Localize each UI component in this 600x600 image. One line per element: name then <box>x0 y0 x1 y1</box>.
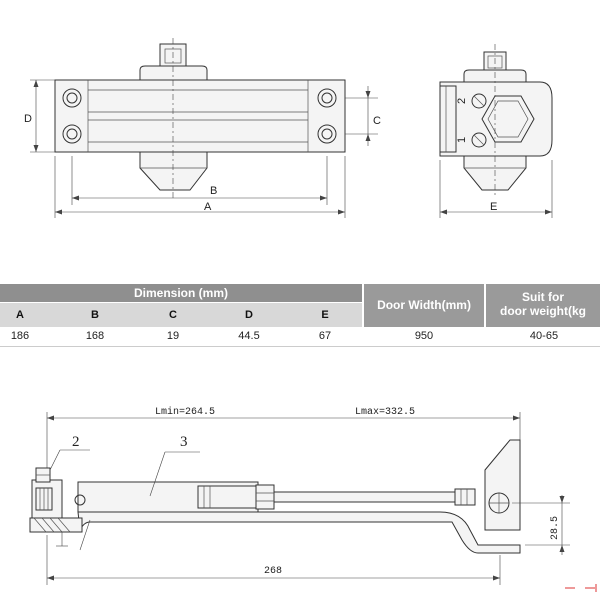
value-a: 186 <box>10 330 30 342</box>
lmin-label: Lmin=264.5 <box>155 406 215 418</box>
col-header-b: B <box>91 309 99 321</box>
closer-front-view: B A D C <box>24 38 381 218</box>
dimension-column-headers: A B C D E <box>0 303 362 327</box>
length-label: 268 <box>264 566 282 577</box>
value-e: 67 <box>318 330 332 342</box>
door-width-value: 950 <box>414 330 434 342</box>
height-label: 28.5 <box>550 516 561 540</box>
valve-2-label: 2 <box>456 98 468 104</box>
door-weight-value: 40-65 <box>529 330 559 342</box>
closer-side-view: 2 1 E <box>439 44 553 218</box>
col-header-e: E <box>321 309 329 321</box>
dimension-group-header: Dimension (mm) <box>0 284 362 302</box>
door-width-header: Door Width(mm) <box>364 284 484 327</box>
col-header-d: D <box>245 309 253 321</box>
dim-d-label: D <box>24 113 32 125</box>
dim-b-label: B <box>210 185 217 197</box>
door-weight-header: Suit for door weight(kg <box>486 284 600 327</box>
table-row: 186 168 19 44.5 67 950 40-65 <box>0 327 600 347</box>
callout-3-label: 3 <box>180 434 188 450</box>
dim-a-label: A <box>204 201 212 213</box>
dim-c-label: C <box>373 115 381 127</box>
value-c: 19 <box>166 330 180 342</box>
callout-2-label: 2 <box>72 434 80 450</box>
door-weight-header-line2: door weight(kg <box>500 304 586 318</box>
arm-assembly: Lmin=264.5 Lmax=332.5 <box>29 406 597 592</box>
col-header-c: C <box>169 309 177 321</box>
col-header-a: A <box>16 309 24 321</box>
dim-e-label: E <box>490 201 497 213</box>
lmax-label: Lmax=332.5 <box>355 407 415 418</box>
door-weight-header-line1: Suit for <box>522 290 564 304</box>
valve-1-label: 1 <box>456 137 468 143</box>
spec-table: Dimension (mm) A B C D E Door Width(mm) … <box>0 284 600 347</box>
value-b: 168 <box>85 330 105 342</box>
value-d: 44.5 <box>238 330 260 342</box>
